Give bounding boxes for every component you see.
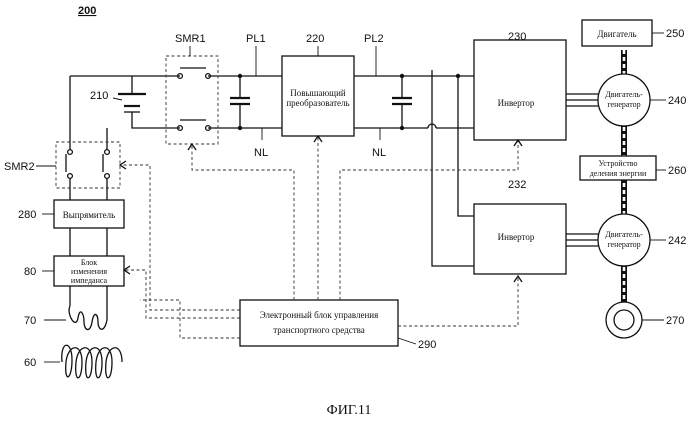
smr1-label: SMR1 (175, 33, 206, 45)
ecu-line2: транспортного средства (273, 325, 365, 335)
ecu-line1: Электронный блок управления (260, 310, 379, 320)
mg242-ref: 242 (668, 235, 686, 247)
battery: 210 (90, 90, 146, 112)
pl2-label: PL2 (364, 33, 384, 45)
engine-ref: 250 (666, 28, 684, 40)
boost-converter-line1: Повышающий (290, 88, 346, 98)
capacitor-1 (230, 74, 250, 130)
figure-number: 200 (78, 5, 96, 17)
power-split-ref: 260 (668, 165, 686, 177)
mg240-line2: генератор (607, 100, 640, 109)
transmitting-coil-ref: 60 (24, 357, 36, 369)
ecu-ref: 290 (418, 339, 436, 351)
boost-converter: Повышающий преобразователь 220 (282, 33, 354, 136)
impedance-ref: 80 (24, 266, 36, 278)
battery-ref: 210 (90, 90, 108, 102)
mg240-line1: Двигатель- (605, 90, 643, 99)
mg242-line1: Двигатель- (605, 230, 643, 239)
rectifier: Выпрямитель 280 (18, 200, 124, 256)
power-buses (70, 70, 474, 266)
inverter-230-ref: 230 (508, 31, 526, 43)
inverter-230-label: Инвертор (498, 98, 535, 108)
impedance-line3: импеданса (71, 276, 108, 285)
impedance-line1: Блок (81, 258, 97, 267)
rectifier-label: Выпрямитель (63, 210, 116, 220)
wheel-ref: 270 (666, 315, 684, 327)
motor-generator-240: Двигатель- генератор 240 (598, 74, 686, 126)
transmitting-coil: 60 (24, 345, 122, 378)
boost-converter-ref: 220 (306, 33, 324, 45)
engine: Двигатель 250 (582, 20, 684, 46)
pl1-label: PL1 (246, 33, 266, 45)
inverter-230: Инвертор 230 (474, 31, 566, 140)
receiving-coil: 70 (24, 306, 107, 330)
vehicle-ecu: Электронный блок управления транспортног… (240, 300, 436, 351)
capacitor-2 (392, 74, 412, 130)
inverter-232: Инвертор 232 (474, 179, 566, 274)
smr2-relay: SMR2 (4, 142, 120, 200)
impedance-line2: изменения (71, 267, 107, 276)
mg240-ref: 240 (668, 95, 686, 107)
inverter-232-label: Инвертор (498, 232, 535, 242)
power-split-line2: деления энергии (590, 169, 647, 178)
nl-right-label: NL (372, 147, 386, 159)
power-split-line1: Устройство (599, 159, 638, 168)
receiving-coil-ref: 70 (24, 315, 36, 327)
smr2-label: SMR2 (4, 161, 35, 173)
engine-label: Двигатель (597, 29, 636, 39)
power-split-device: Устройство деления энергии 260 (580, 156, 686, 180)
rectifier-ref: 280 (18, 209, 36, 221)
inverter-232-ref: 232 (508, 179, 526, 191)
motor-generator-242: Двигатель- генератор 242 (598, 214, 686, 266)
boost-converter-line2: преобразователь (286, 98, 349, 108)
nl-left-label: NL (254, 147, 268, 159)
figure-caption: ФИГ.11 (327, 403, 372, 418)
mg242-line2: генератор (607, 240, 640, 249)
wheel: 270 (606, 302, 684, 338)
impedance-change-unit: Блок изменения импеданса 80 (24, 256, 124, 306)
